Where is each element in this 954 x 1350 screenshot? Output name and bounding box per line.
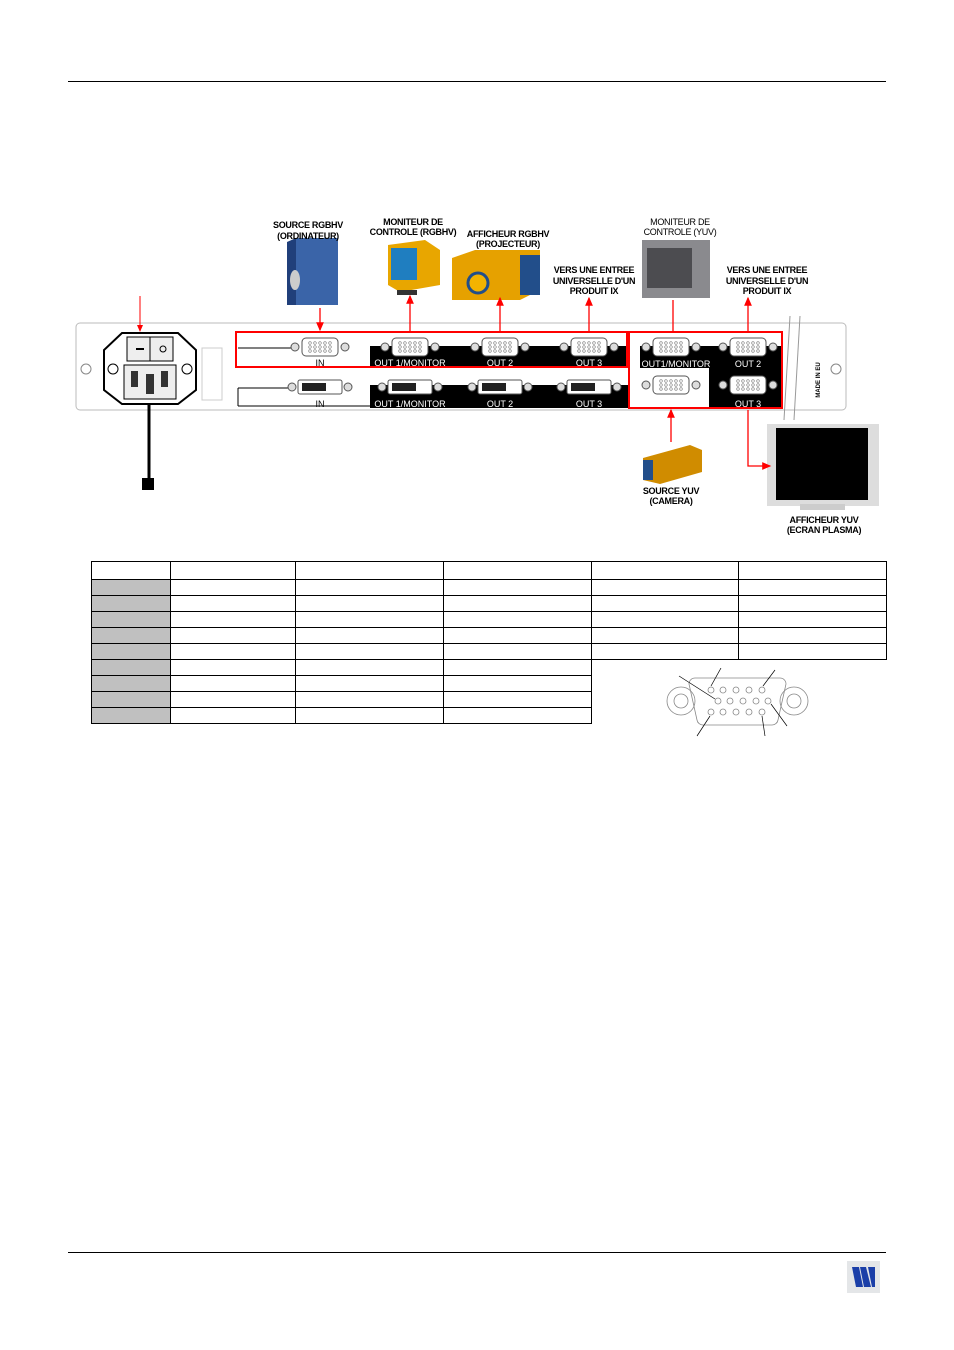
connection-diagram: IN OUT 1/MONITOR OUT 2 OUT 3 IN OUT 1/MO… xyxy=(75,217,879,535)
camcorder-icon xyxy=(643,445,702,484)
port-label-out1: OUT 1/MONITOR xyxy=(374,399,446,409)
port-label-yuv-out1: OUT1/MONITOR xyxy=(642,359,711,369)
made-in-label: MADE IN EU xyxy=(816,362,822,397)
port-label-yuv-out2: OUT 2 xyxy=(735,359,761,369)
header-rule xyxy=(68,81,886,82)
port-label-out2: OUT 2 xyxy=(487,399,513,409)
plasma-screen-icon xyxy=(767,424,879,510)
table-row xyxy=(91,707,887,724)
label-display-yuv: AFFICHEUR YUV(ECRAN PLASMA) xyxy=(787,515,862,535)
port-label-out2: OUT 2 xyxy=(487,358,513,368)
rgbhv-group-highlight xyxy=(235,331,628,368)
rack-screw-icon xyxy=(830,363,842,375)
computer-tower-icon xyxy=(287,238,338,305)
table-row xyxy=(91,675,887,692)
power-inlet-switch xyxy=(103,332,197,405)
label-source-yuv: SOURCE YUV(CAMERA) xyxy=(643,486,700,506)
table-row xyxy=(91,627,887,644)
pinout-table xyxy=(91,561,887,724)
label-source-rgbhv: SOURCE RGBHV(ORDINATEUR) xyxy=(273,220,343,241)
crt-monitor-icon xyxy=(388,240,440,295)
signal-arrows xyxy=(316,294,772,470)
dvi-in-connector xyxy=(287,379,353,395)
label-display-rgbhv: AFFICHEUR RGBHV(PROJECTEUR) xyxy=(467,229,550,249)
port-label-out1: OUT 1/MONITOR xyxy=(374,358,446,368)
projector-icon xyxy=(452,250,540,300)
port-label-in: IN xyxy=(316,358,325,368)
dvi-out3-connector xyxy=(556,379,622,395)
table-row xyxy=(91,595,887,612)
dvi-out1-connector xyxy=(377,379,443,395)
port-label-in: IN xyxy=(316,399,325,409)
power-plug-icon xyxy=(142,478,154,490)
footer-rule xyxy=(68,1252,886,1253)
table-row xyxy=(91,611,887,628)
rack-screw-icon xyxy=(80,363,92,375)
table-row xyxy=(91,579,887,596)
table-header-row xyxy=(91,561,887,580)
yuv-control-monitor-icon xyxy=(642,240,710,298)
port-label-out3: OUT 3 xyxy=(576,358,602,368)
company-logo xyxy=(847,1261,880,1293)
hd15-connector-pinout-drawing xyxy=(666,668,809,737)
port-label-out3: OUT 3 xyxy=(576,399,602,409)
port-label-yuv-out3: OUT 3 xyxy=(735,399,761,409)
dvi-out2-connector xyxy=(467,379,533,395)
table-row xyxy=(91,643,887,660)
yuv-group-highlight xyxy=(628,331,783,409)
